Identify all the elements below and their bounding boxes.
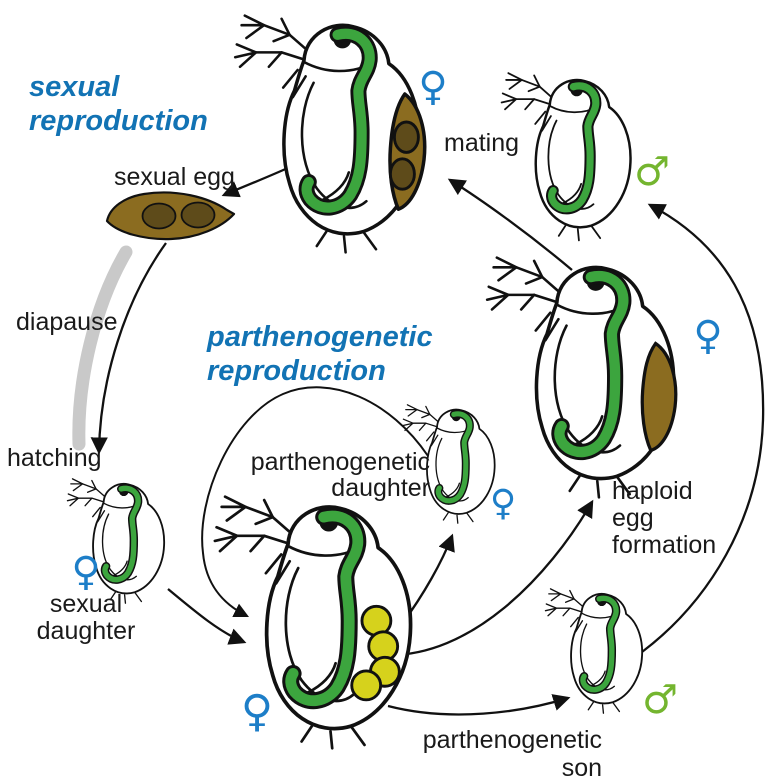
heading-line: parthenogenetic	[207, 321, 433, 353]
heading-line: reproduction	[29, 105, 208, 137]
female-symbol-parthenogenetic-daughter: ♀	[489, 483, 517, 524]
label-sexual-daughter: sexual daughter	[16, 591, 156, 645]
female-symbol-sexual-daughter: ♀	[71, 549, 101, 595]
female-symbol-parthenogenetic-mother: ♀	[240, 686, 274, 737]
heading-line: reproduction	[207, 355, 386, 387]
daphnia-haploid-egg-female	[487, 258, 676, 498]
label-haploid-egg-formation: haploid egg formation	[612, 478, 716, 559]
daphnia-mating-female	[235, 16, 425, 253]
label-line: son	[561, 754, 602, 782]
arrow-sexual-daughter-to-mother	[167, 588, 247, 645]
label-line: parthenogenetic	[422, 726, 602, 754]
label-sexual-egg: sexual egg	[114, 163, 235, 191]
female-symbol-haploid-female: ♀	[693, 313, 723, 359]
label-line: formation	[612, 531, 717, 559]
heading-line: sexual	[29, 71, 120, 103]
male-symbol-parthenogenetic-son: ♂	[642, 677, 678, 723]
daphnia-parthenogenetic-son	[545, 589, 642, 713]
label-line: sexual	[49, 590, 123, 618]
label-line: egg	[612, 504, 654, 532]
label-parthenogenetic-son: parthenogenetic son	[402, 726, 602, 782]
label-line: daughter	[331, 474, 430, 502]
arrow-to-haploid-egg-female	[384, 499, 594, 657]
arrow-female-to-sexual-egg	[221, 165, 291, 198]
arrow-mother-to-son	[387, 694, 571, 716]
arrow-son-to-male	[641, 203, 765, 653]
arrow-parthenogenetic-cycle	[201, 386, 429, 618]
male-symbol-male: ♂	[634, 149, 670, 195]
label-parthenogenetic-daughter: parthenogenetic daughter	[190, 449, 430, 501]
arrow-male-to-mating-female	[447, 178, 573, 271]
label-diapause: diapause	[16, 308, 118, 336]
arrow-egg-to-hatching	[90, 242, 167, 455]
label-line: haploid	[612, 477, 693, 505]
label-mating: mating	[444, 129, 520, 157]
label-line: parthenogenetic	[250, 448, 430, 476]
female-symbol-mating-female: ♀	[418, 64, 448, 110]
heading-parthenogenetic-reproduction: parthenogenetic reproduction	[207, 320, 433, 388]
daphnia-male	[502, 73, 631, 240]
sexual-egg-drawing	[105, 191, 236, 241]
label-line: daughter	[36, 617, 136, 645]
diapause-band	[72, 245, 133, 451]
heading-sexual-reproduction: sexual reproduction	[29, 70, 208, 138]
label-hatching: hatching	[7, 444, 102, 472]
